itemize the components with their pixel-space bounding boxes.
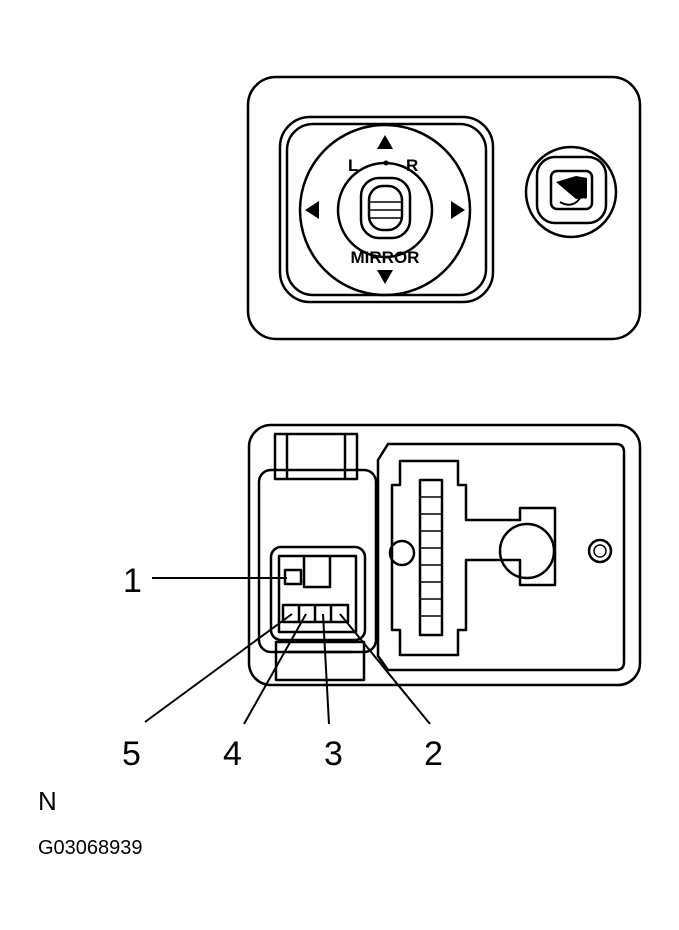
retract-button [535, 155, 608, 225]
callout-1: 1 [123, 562, 142, 600]
contact-strip [418, 478, 444, 637]
leader-4 [243, 613, 307, 725]
screw-boss-center [498, 522, 556, 580]
mirror-pad-ring [298, 123, 472, 297]
callout-2: 2 [424, 735, 443, 773]
leader-5 [144, 613, 293, 723]
arrow-right-icon [451, 201, 465, 219]
switch-housing-outline [246, 75, 642, 341]
retract-button-outer [524, 145, 618, 239]
callout-leaders [144, 577, 431, 725]
footer-code: N [38, 786, 57, 816]
rear-housing-outline [247, 423, 642, 687]
contact-board [390, 459, 557, 657]
selector-knob-grip [367, 184, 404, 232]
callout-5: 5 [122, 735, 141, 773]
label-left: L [348, 156, 358, 175]
terminal-1 [283, 568, 303, 586]
callout-4: 4 [223, 735, 242, 773]
mirror-pad-outer [278, 115, 495, 304]
screw-boss-right [587, 538, 613, 564]
arrow-left-icon [305, 201, 319, 219]
switch-front-view: L R MIRROR [246, 75, 642, 341]
callout-labels: 1 5 4 3 2 [122, 562, 443, 773]
callout-3: 3 [324, 735, 343, 773]
arrow-up-icon [377, 135, 393, 149]
latch-bottom [274, 640, 366, 682]
label-mirror: MIRROR [351, 248, 420, 267]
selector-knob [359, 176, 412, 240]
contact-strip-segments [420, 496, 442, 617]
leader-2 [339, 613, 431, 725]
right-compartment [376, 442, 626, 672]
selector-center-dot-icon [383, 160, 389, 166]
label-right: R [406, 156, 418, 175]
switch-rear-view [247, 423, 642, 687]
figure-id: G03068939 [38, 837, 143, 859]
connector-terminal-block [277, 554, 358, 634]
mirror-retract-icon [549, 169, 594, 211]
leader-3 [322, 613, 330, 725]
arrow-down-icon [377, 270, 393, 284]
screw-boss-left [388, 539, 416, 567]
connector-cavity [269, 545, 367, 642]
latch-top [273, 432, 359, 481]
